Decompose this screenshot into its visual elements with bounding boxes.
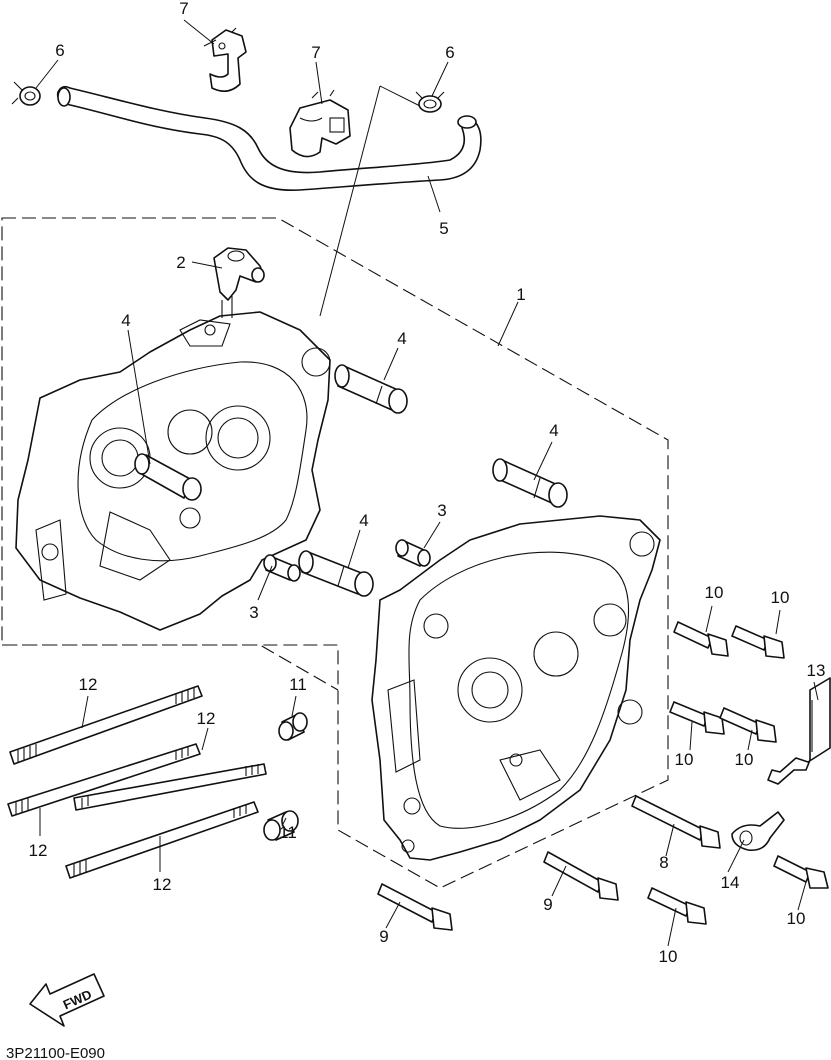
callout-14: 14: [721, 873, 740, 892]
callout-12-top: 12: [79, 675, 98, 694]
callout-4-left: 4: [121, 311, 130, 330]
callout-12-third: 12: [29, 841, 48, 860]
stud-bolt-3: [73, 763, 267, 811]
collar-right: [395, 539, 431, 567]
dowel-pin-left-inner: [134, 453, 202, 501]
hose-clamp-right: [415, 91, 445, 113]
hose-clip: [731, 811, 785, 852]
callout-6-right: 6: [445, 43, 454, 62]
callout-11-lower: 11: [279, 823, 297, 842]
stud-bolt-4: [65, 801, 259, 879]
callout-9-left: 9: [379, 927, 388, 946]
callout-11-upper: 11: [289, 675, 307, 694]
cable-bracket: [767, 677, 831, 785]
dowel-collar-lower: [263, 810, 299, 841]
callout-3-left: 3: [249, 603, 258, 622]
callout-8: 8: [659, 853, 668, 872]
bolt-10-upper-right: [731, 625, 785, 659]
hose-clamp-left: [11, 81, 41, 106]
callout-9-right: 9: [543, 895, 552, 914]
callout-10-a: 10: [705, 583, 724, 602]
callout-10-c: 10: [675, 750, 694, 769]
callout-3-right: 3: [437, 501, 446, 520]
dowel-pin-right-upper: [492, 458, 568, 508]
bolt-10-upper-left: [673, 621, 729, 657]
callout-6-left: 6: [55, 41, 64, 60]
callout-1: 1: [516, 285, 525, 304]
callout-10-e: 10: [787, 909, 806, 928]
callout-5: 5: [439, 219, 448, 238]
collar-left: [263, 554, 301, 582]
callout-12-second: 12: [197, 709, 216, 728]
bolt-8: [631, 795, 721, 849]
stud-bolt-2: [7, 743, 201, 817]
drawing-code: 3P21100-E090: [6, 1045, 105, 1060]
bolt-9-left: [377, 883, 453, 931]
callout-12-bottom: 12: [153, 875, 172, 894]
callout-4-middle: 4: [359, 511, 368, 530]
dowel-collar-upper: [278, 712, 308, 741]
crankcase-group-boundary: [1, 217, 669, 889]
breather-hose: [56, 85, 482, 191]
dowel-pin-middle: [298, 550, 374, 597]
forward-direction-arrow: FWD: [29, 973, 105, 1027]
callout-4-right: 4: [549, 421, 558, 440]
leader-lines: [35, 19, 819, 947]
bolt-9-right: [543, 851, 619, 901]
callout-10-d: 10: [735, 750, 754, 769]
callout-2: 2: [176, 253, 185, 272]
callout-7-lower: 7: [311, 43, 320, 62]
callout-10-f: 10: [659, 947, 678, 966]
callout-13: 13: [807, 661, 826, 680]
stud-bolt-1: [9, 685, 203, 765]
hose-holder-lower: [289, 89, 351, 158]
crankcase-right-half: [371, 515, 661, 861]
callout-4-upper: 4: [397, 329, 406, 348]
callout-labels: 7 6 7 6 5 2 1 4 4 4 3 4 3 12 12 12 12 11…: [29, 0, 826, 966]
bolt-10-mid-right: [719, 707, 777, 743]
hose-holder-upper: [203, 27, 247, 92]
breather-fitting: [213, 247, 265, 318]
bolt-10-mid-left: [669, 701, 725, 735]
callout-7-upper: 7: [179, 0, 188, 18]
bolt-10-far-right: [773, 855, 829, 889]
dowel-pin-left-upper: [334, 364, 408, 414]
bolt-10-lower: [647, 887, 707, 925]
callout-10-b: 10: [771, 588, 790, 607]
